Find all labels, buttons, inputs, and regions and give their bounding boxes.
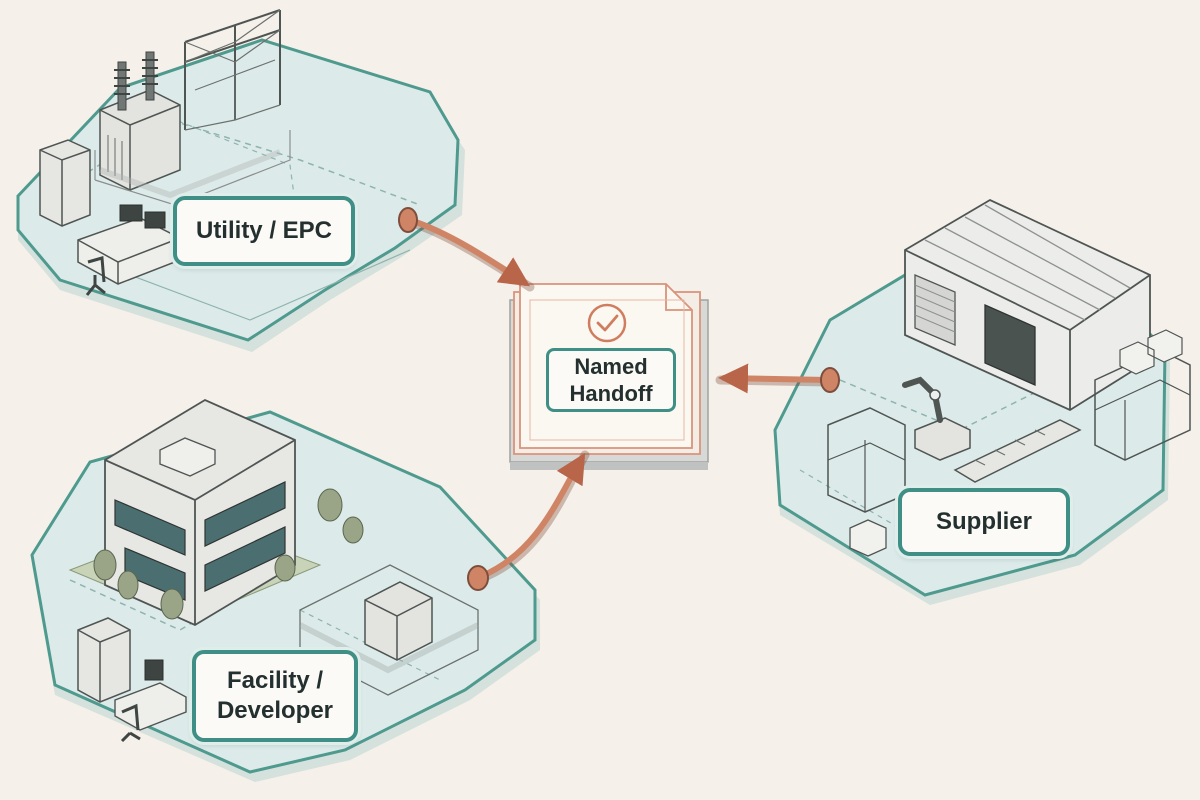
supplier-label-text: Supplier — [935, 508, 1032, 535]
hub-label-line2: Handoff — [569, 381, 653, 406]
arrow-facility-to-hub — [467, 450, 590, 591]
office-building-icon — [77, 398, 480, 743]
supplier-label: Supplier — [898, 488, 1070, 556]
facility-developer-label: Facility / Developer — [192, 650, 358, 742]
utility-epc-label: Utility / EPC — [173, 196, 355, 266]
facility-label-line2: Developer — [216, 697, 334, 724]
warehouse-icon — [827, 198, 1191, 557]
facility-label-line1: Facility / — [226, 667, 324, 694]
arrow-supplier-to-hub — [715, 363, 840, 394]
named-handoff-label: Named Handoff — [546, 348, 676, 412]
hub-label-line1: Named — [574, 354, 648, 379]
substation-icon — [39, 9, 291, 296]
utility-epc-label-text: Utility / EPC — [195, 217, 333, 244]
arrow-utility-to-hub — [398, 207, 535, 292]
check-circle-icon — [587, 303, 627, 343]
